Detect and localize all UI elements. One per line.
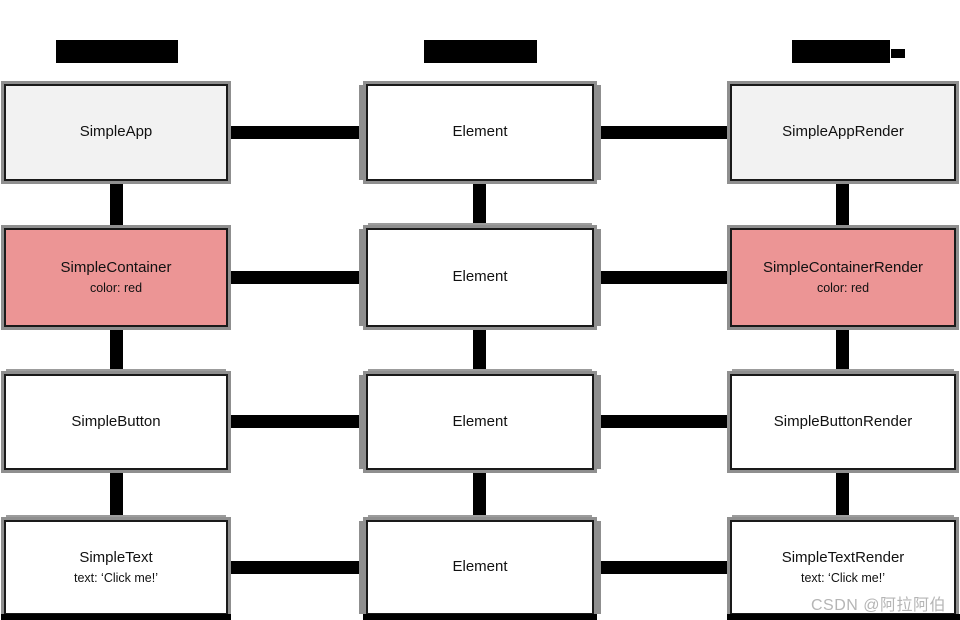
node-label: SimpleContainer (60, 259, 172, 277)
node-label: SimpleContainerRender (762, 259, 924, 277)
connector-vertical (473, 469, 486, 521)
node-label: SimpleApp (79, 123, 153, 141)
connector-horizontal (229, 561, 365, 574)
connector-vertical (836, 181, 849, 229)
connector-vertical (110, 326, 123, 376)
node-label: SimpleButtonRender (773, 412, 913, 430)
connector-vertical (473, 181, 486, 229)
connector-horizontal (595, 126, 729, 139)
connector-horizontal (595, 415, 729, 428)
node-element-3: Element (363, 371, 597, 473)
node-label: Element (452, 412, 508, 430)
connector-horizontal (229, 415, 365, 428)
bottom-edge-bar (1, 614, 231, 620)
widget-tree-title-bar (56, 40, 178, 63)
element-tree-title-bar (424, 40, 537, 63)
node-label: SimpleButton (71, 412, 161, 430)
connector-horizontal (229, 126, 365, 139)
node-simplebuttonrender: SimpleButtonRender (727, 371, 959, 473)
node-simpleapprender: SimpleAppRender (727, 81, 959, 184)
node-label: Element (452, 268, 508, 286)
node-element-1: Element (363, 81, 597, 184)
bottom-edge-bar (727, 614, 960, 620)
render-tree-title-bar (792, 40, 890, 63)
node-element-4: Element (363, 517, 597, 618)
node-label: Element (452, 558, 508, 576)
connector-horizontal (595, 561, 729, 574)
node-label: Element (452, 123, 508, 141)
node-sublabel: color: red (816, 280, 870, 295)
connector-vertical (110, 469, 123, 521)
node-sublabel: text: ‘Click me!’ (73, 570, 159, 585)
connector-vertical (110, 181, 123, 229)
node-label: SimpleAppRender (782, 123, 904, 141)
node-sublabel: text: ‘Click me!’ (800, 570, 886, 585)
node-label: SimpleText (79, 549, 153, 567)
node-sublabel: color: red (89, 280, 143, 295)
node-simpleapp: SimpleApp (1, 81, 231, 184)
bottom-edge-bar (363, 614, 597, 620)
node-simplecontainer: SimpleContainer color: red (1, 225, 231, 330)
node-simplecontainerrender: SimpleContainerRender color: red (727, 225, 959, 330)
connector-horizontal (229, 271, 365, 284)
connector-vertical (473, 326, 486, 376)
node-simpletext: SimpleText text: ‘Click me!’ (1, 517, 231, 618)
connector-vertical (836, 326, 849, 376)
connector-vertical (836, 469, 849, 521)
node-element-2: Element (363, 225, 597, 330)
csdn-watermark: CSDN @阿拉阿伯 (810, 597, 946, 614)
connector-horizontal (595, 271, 729, 284)
node-simplebutton: SimpleButton (1, 371, 231, 473)
node-simpletextrender: SimpleTextRender text: ‘Click me!’ (727, 517, 959, 618)
node-label: SimpleTextRender (781, 549, 905, 567)
render-tree-title-dash (891, 49, 905, 58)
